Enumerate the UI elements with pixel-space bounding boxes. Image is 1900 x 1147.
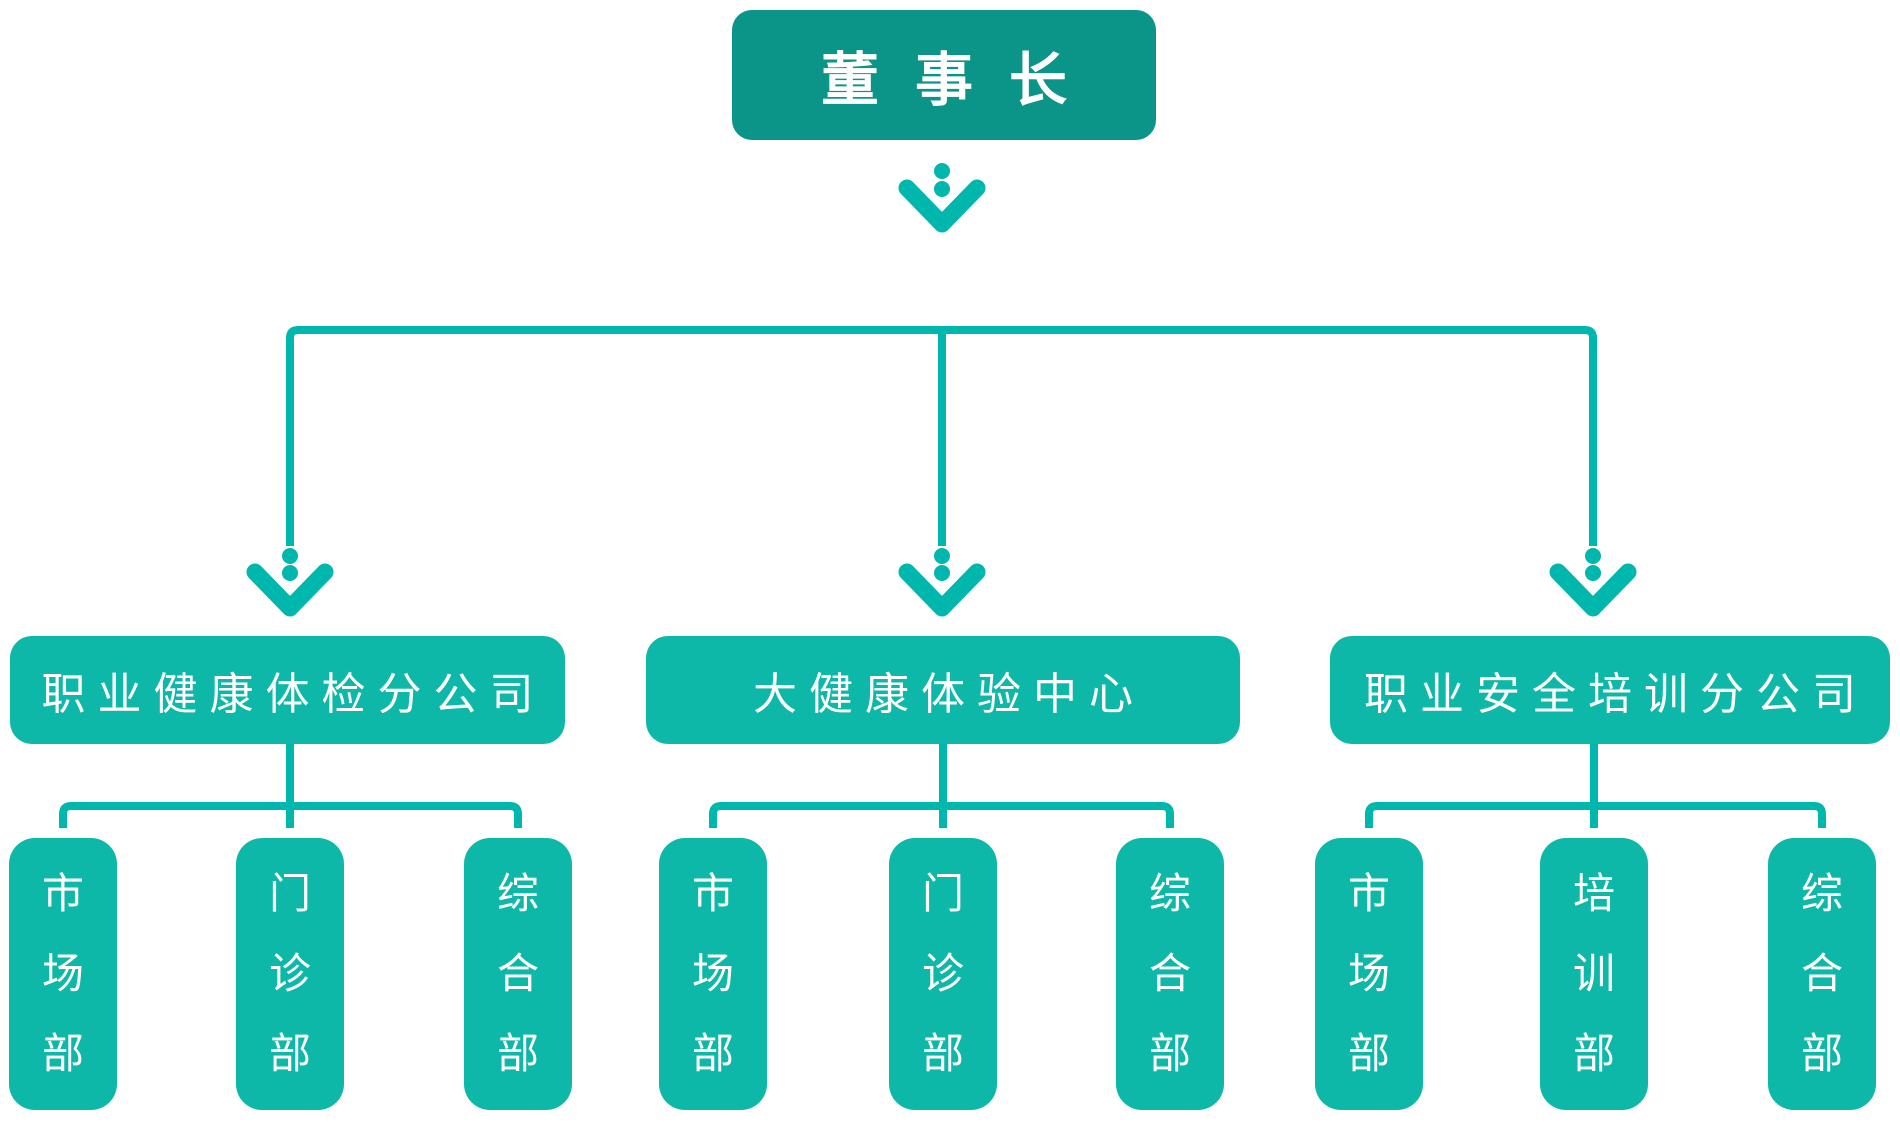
arrow-down-icon — [898, 163, 986, 233]
org-node-department: 综合部 — [464, 838, 572, 1110]
org-node-department: 门诊部 — [889, 838, 997, 1110]
org-node-department: 门诊部 — [236, 838, 344, 1110]
org-node-department: 市场部 — [659, 838, 767, 1110]
department-label: 培训部 — [1572, 870, 1615, 1077]
department-label: 综合部 — [1800, 870, 1843, 1077]
org-node-branch-health-center: 大健康体验中心 — [646, 636, 1240, 744]
department-label: 市场部 — [691, 870, 734, 1077]
org-node-branch-safety-training: 职业安全培训分公司 — [1330, 636, 1890, 744]
org-node-department: 综合部 — [1116, 838, 1224, 1110]
branch-label: 职业健康体检分公司 — [41, 670, 546, 719]
branch-label: 大健康体验中心 — [753, 670, 1145, 719]
department-label: 市场部 — [41, 870, 84, 1077]
chairman-label: 董事长 — [820, 48, 1103, 113]
org-node-department: 市场部 — [9, 838, 117, 1110]
department-label: 综合部 — [496, 870, 539, 1077]
arrow-down-icon — [1549, 548, 1637, 617]
org-node-department: 综合部 — [1768, 838, 1876, 1110]
branch-label: 职业安全培训分公司 — [1364, 670, 1868, 719]
department-label: 门诊部 — [268, 870, 311, 1077]
org-node-department: 培训部 — [1540, 838, 1648, 1110]
department-label: 门诊部 — [921, 870, 964, 1077]
department-label: 综合部 — [1148, 870, 1191, 1077]
department-label: 市场部 — [1347, 870, 1390, 1077]
org-node-branch-health-exam: 职业健康体检分公司 — [10, 636, 565, 744]
arrow-down-icon — [898, 548, 986, 617]
org-node-department: 市场部 — [1315, 838, 1423, 1110]
arrow-down-icon — [246, 548, 334, 617]
org-node-chairman: 董事长 — [732, 10, 1156, 140]
